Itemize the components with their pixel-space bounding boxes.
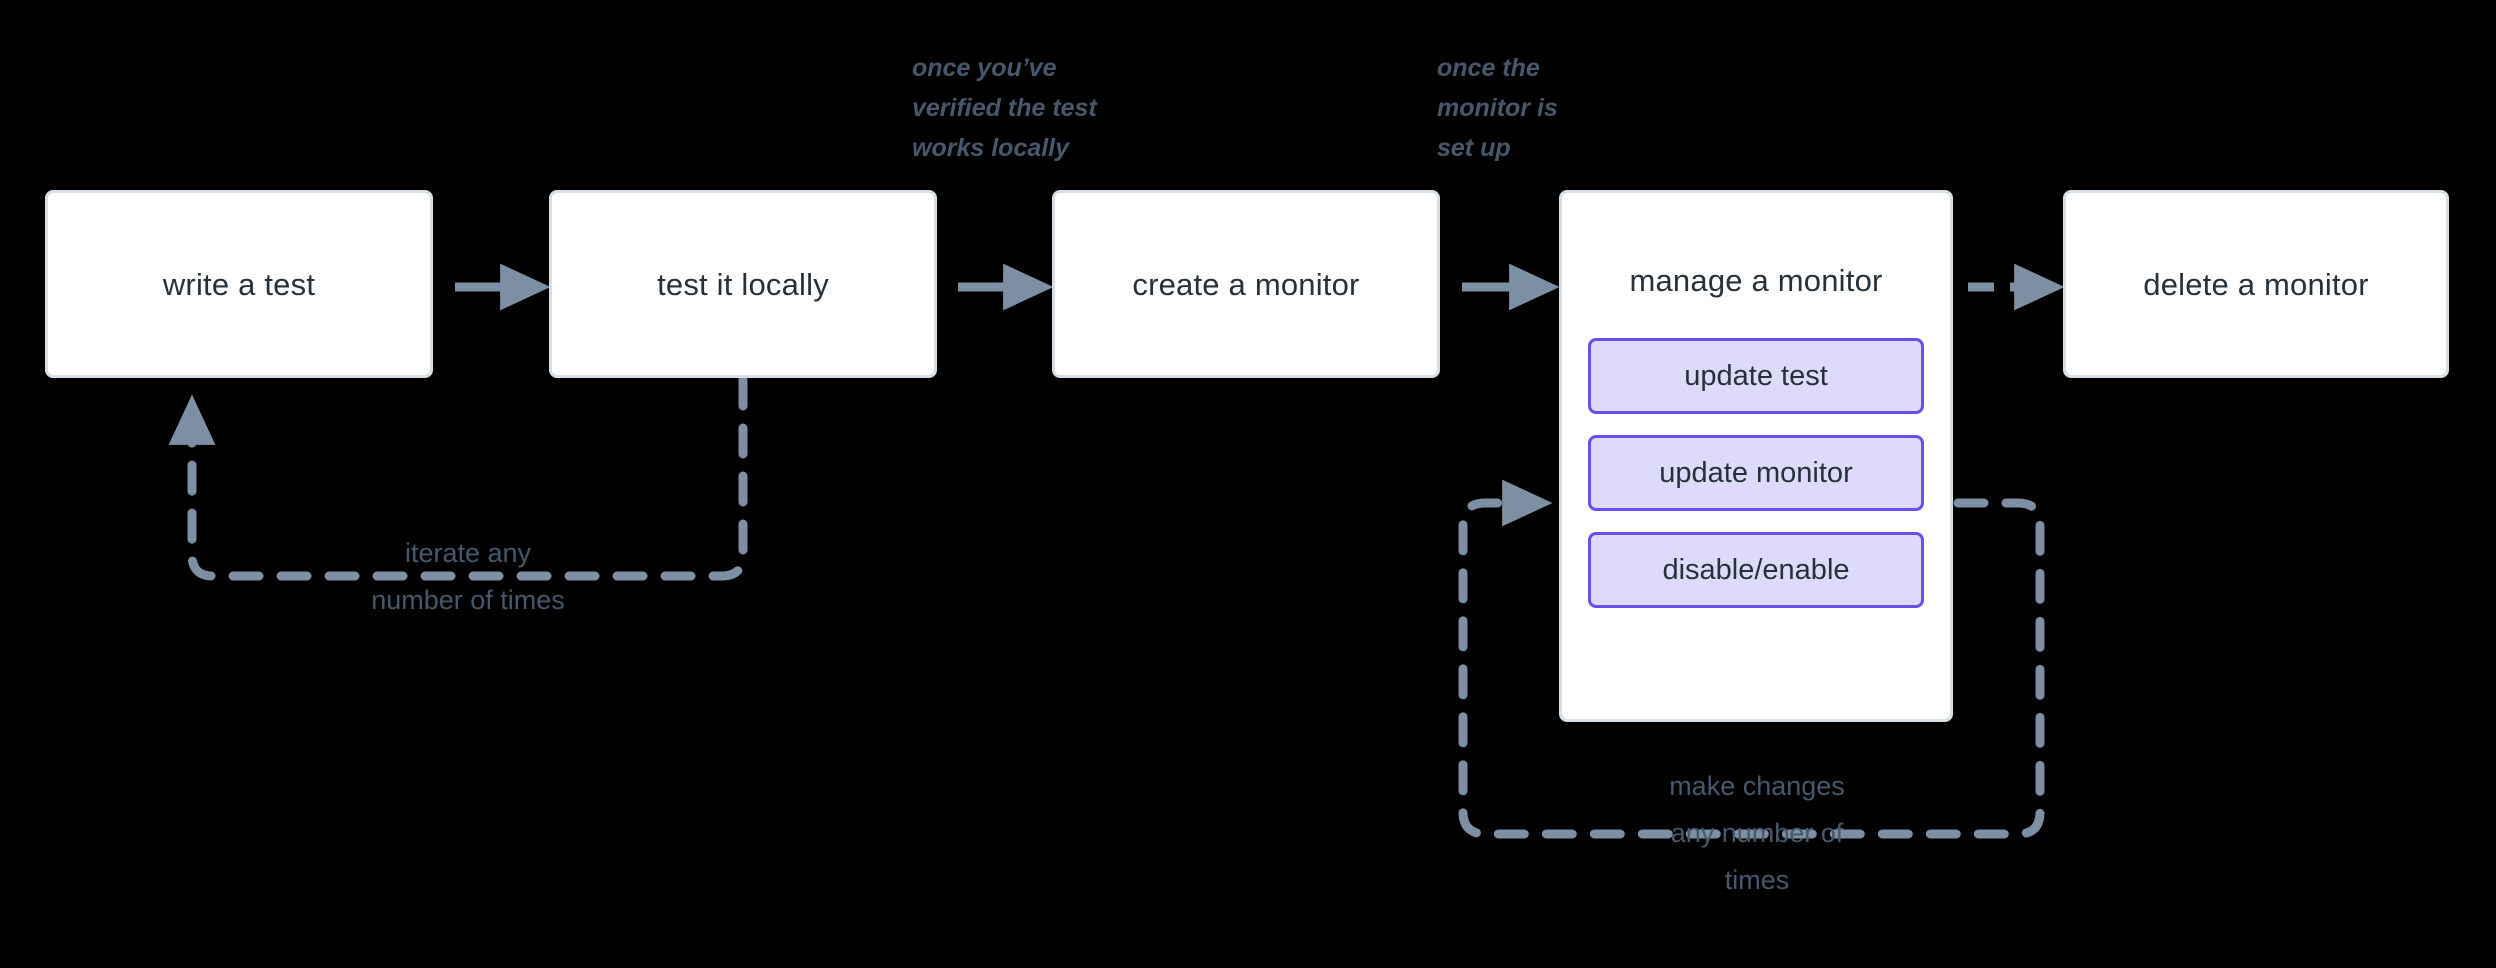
sub-action-disable-enable[interactable]: disable/enable xyxy=(1588,532,1924,608)
stage-label: write a test xyxy=(162,266,316,302)
sub-action-update-monitor[interactable]: update monitor xyxy=(1588,435,1924,511)
sub-action-label: disable/enable xyxy=(1662,553,1850,586)
stage-manage-a-monitor[interactable]: manage a monitor update test update moni… xyxy=(1559,190,1953,722)
stage-test-it-locally[interactable]: test it locally xyxy=(549,190,937,378)
note-monitor-set-up: once the monitor is set up xyxy=(1437,54,1558,162)
manage-sub-actions-list: update test update monitor disable/enabl… xyxy=(1562,338,1950,634)
loop-label-iterate: iterate any number of times xyxy=(328,530,608,624)
loop-label-make-changes: make changes any number of times xyxy=(1616,763,1898,904)
stage-delete-a-monitor[interactable]: delete a monitor xyxy=(2063,190,2449,378)
stage-create-a-monitor[interactable]: create a monitor xyxy=(1052,190,1440,378)
stage-write-a-test[interactable]: write a test xyxy=(45,190,433,378)
stage-label: test it locally xyxy=(657,266,829,302)
note-verified-locally: once you’ve verified the test works loca… xyxy=(912,54,1097,162)
sub-action-label: update monitor xyxy=(1659,456,1853,489)
stage-label: delete a monitor xyxy=(2143,266,2369,302)
sub-action-update-test[interactable]: update test xyxy=(1588,338,1924,414)
sub-action-label: update test xyxy=(1684,359,1828,392)
stage-label: manage a monitor xyxy=(1629,263,1883,298)
stage-label: create a monitor xyxy=(1132,266,1360,302)
